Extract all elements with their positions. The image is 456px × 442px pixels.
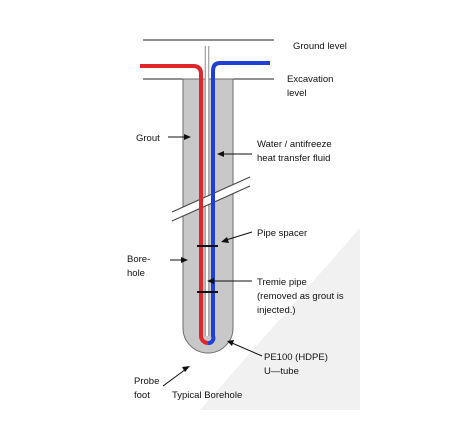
grout-label: Grout <box>136 133 160 144</box>
utube-label-2: U—tube <box>264 366 299 377</box>
utube-arrow <box>231 342 263 357</box>
tremie-label-2: (removed as grout is <box>257 291 344 302</box>
fluid-label-2: heat transfer fluid <box>257 153 330 164</box>
excavation-level-label-1: Excavation <box>287 74 333 85</box>
excavation-level-label-2: level <box>287 88 307 99</box>
utube-label-1: PE100 (HDPE) <box>264 352 328 363</box>
tremie-label-1: Tremie pipe <box>257 277 307 288</box>
fluid-label-1: Water / antifreeze <box>257 139 332 150</box>
utube-blue-leg <box>207 61 270 345</box>
background-shadow <box>200 228 360 410</box>
tremie-label-3: injected.) <box>257 305 296 316</box>
probe-arrow <box>162 368 187 387</box>
spacer-arrow-head <box>221 237 229 243</box>
probe-arrow-head <box>182 366 190 372</box>
utube-red-leg <box>140 64 209 345</box>
tremie-arrow-head <box>207 278 214 284</box>
fluid-arrow-head <box>217 151 224 157</box>
borehole-label-1: Bore- <box>127 254 150 265</box>
utube-arrow-head <box>227 340 234 346</box>
spacer-arrow <box>225 231 253 241</box>
probe-foot-label-1: Probe <box>134 376 159 387</box>
borehole-label-2: hole <box>127 268 145 279</box>
pipe-spacer-label: Pipe spacer <box>257 228 307 239</box>
probe-foot-label-2: foot <box>134 390 150 401</box>
borehole-arrow-head <box>181 257 188 263</box>
ground-level-label: Ground level <box>293 41 347 52</box>
diagram-caption: Typical Borehole <box>172 390 242 401</box>
grout-arrow-head <box>184 134 191 140</box>
